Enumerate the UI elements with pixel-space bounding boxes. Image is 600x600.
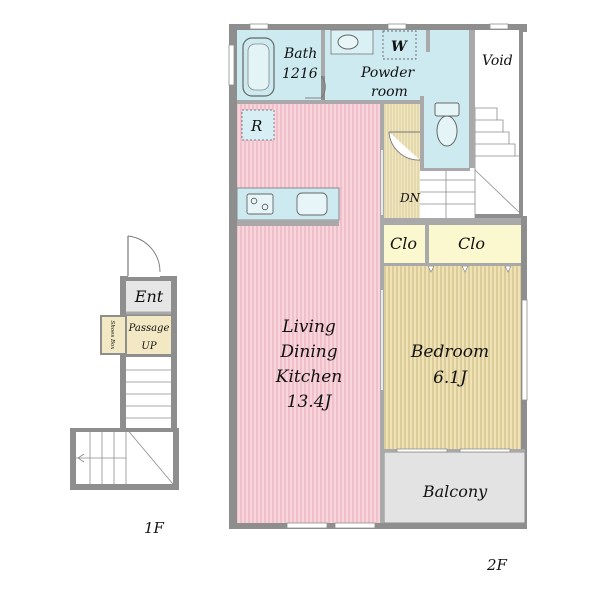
passage-label: Passage	[128, 323, 170, 334]
entry-door-space	[128, 236, 160, 277]
kitchen-sink-icon	[296, 192, 328, 216]
powder-room-label-2: room	[371, 84, 408, 100]
partition-toilet-right	[469, 30, 475, 168]
partition-bath	[321, 30, 325, 76]
hall-floor	[384, 104, 420, 218]
entry-door-arc	[127, 235, 161, 273]
counter-wall	[237, 220, 339, 226]
burner-icon	[261, 203, 269, 211]
void-edge	[521, 32, 527, 216]
powder-partition	[426, 30, 430, 52]
closet-left-label: Clo	[390, 234, 417, 253]
balcony	[383, 451, 526, 524]
burner-icon	[250, 197, 258, 205]
powder-room-label-1: Powder	[360, 65, 416, 81]
passage	[126, 316, 171, 354]
down-stairs	[420, 168, 476, 218]
void-label: Void	[482, 53, 513, 69]
stair-landing	[420, 168, 475, 218]
down-stairs-label: DN	[399, 191, 421, 205]
closet-area	[384, 225, 521, 263]
stair-well	[126, 357, 171, 428]
fridge-space	[241, 109, 275, 141]
balcony-label: Balcony	[422, 482, 488, 501]
ldk-label-2: Dining	[279, 342, 337, 362]
floor-1f-label: 1F	[144, 519, 165, 537]
toilet-bowl-icon	[436, 115, 458, 147]
washer-space	[382, 30, 417, 60]
sink-icon	[337, 34, 359, 50]
bedroom-size-label: 6.1J	[433, 368, 468, 388]
up-stairs-label: UP	[141, 341, 156, 352]
first-floor-stairs	[76, 369, 174, 485]
windows	[228, 23, 528, 529]
void-area	[475, 30, 521, 214]
washer-label: W	[391, 39, 408, 55]
toilet-door-arc	[388, 131, 421, 161]
shoe-box-label: Shoes Box	[109, 321, 115, 351]
second-floor	[228, 23, 528, 529]
partition-toilet-bottom	[420, 168, 470, 171]
closet-right-label: Clo	[458, 234, 485, 253]
partition-closet-bottom	[384, 263, 521, 266]
bath-label: Bath	[283, 46, 317, 62]
stove-icon	[246, 193, 274, 215]
shoe-box	[100, 315, 127, 355]
ldk-label-3: Kitchen	[275, 367, 342, 387]
toilet-tank-icon	[434, 102, 460, 117]
bedroom	[384, 266, 521, 449]
fridge-label: R	[250, 117, 262, 135]
floor-2f-label: 2F	[486, 556, 508, 574]
bedroom-label: Bedroom	[410, 342, 489, 362]
ldk-label-1: Living	[281, 317, 336, 337]
bath-size-label: 1216	[282, 66, 318, 82]
entrance	[126, 281, 171, 313]
entrance-label: Ent	[134, 287, 164, 306]
bathtub-inner-icon	[247, 43, 270, 91]
partition-closet-top	[384, 218, 521, 225]
first-floor	[70, 235, 179, 490]
living-dining-kitchen	[237, 104, 380, 523]
ldk-size-label: 13.4J	[287, 392, 333, 412]
partition-top	[237, 100, 421, 104]
closet-partition	[425, 225, 429, 263]
partition-balcony	[384, 449, 525, 452]
bath-door-arc	[320, 75, 326, 99]
partition-toilet-left	[420, 96, 424, 168]
